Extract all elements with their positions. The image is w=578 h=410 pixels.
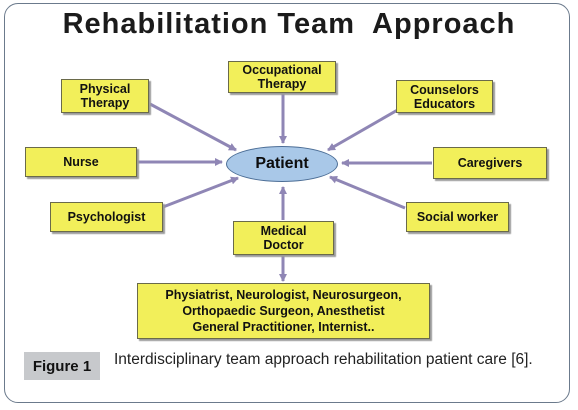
node-label: Doctor [263, 238, 304, 252]
node-label: Psychologist [67, 210, 146, 224]
arrow-physical-therapy [149, 102, 237, 152]
node-social-worker: Social worker [406, 202, 509, 232]
node-label: Occupational [242, 63, 322, 77]
diagram-title: Rehabilitation Team Approach [62, 8, 516, 40]
node-label: Counselors [410, 82, 479, 97]
node-specialists: Physiatrist, Neurologist, Neurosurgeon, … [137, 283, 430, 339]
node-label: Therapy [80, 96, 130, 110]
node-label: Educators [413, 96, 476, 111]
node-label: Physical [79, 82, 131, 96]
node-label: General Practitioner, Internist.. [192, 320, 375, 334]
arrow-social-worker [329, 175, 406, 210]
arrow-psychologist [162, 176, 239, 209]
node-label: Medical [260, 224, 307, 238]
arrow-counselors-educators [327, 102, 409, 152]
node-label: Physiatrist, Neurologist, Neurosurgeon, [165, 288, 402, 302]
patient-label: Patient [255, 155, 309, 172]
node-label: Orthopaedic Surgeon, Anesthetist [182, 304, 385, 318]
node-caregivers: Caregivers [433, 147, 547, 179]
node-label: Nurse [63, 155, 99, 169]
figure-label: Figure 1 [24, 352, 100, 380]
node-nurse: Nurse [25, 147, 137, 177]
figure-caption: Interdisciplinary team approach rehabili… [114, 351, 533, 368]
node-psychologist: Psychologist [50, 202, 163, 232]
node-label: Therapy [257, 77, 307, 91]
node-label: Social worker [416, 210, 499, 224]
node-patient: Patient [226, 146, 338, 182]
node-label: Caregivers [457, 156, 523, 170]
